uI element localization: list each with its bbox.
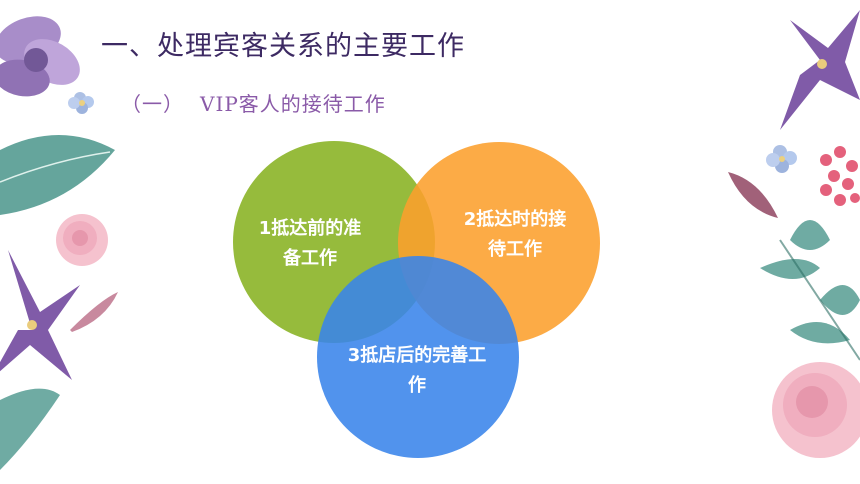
venn-label-1-line1: 1抵达前的准 — [258, 218, 362, 239]
venn-label-3-line2: 作 — [408, 375, 426, 396]
venn-label-3: 3抵店后的完善工 作 — [322, 341, 512, 401]
slide-title: 一、处理宾客关系的主要工作 — [101, 31, 465, 62]
venn-label-2-line2: 待工作 — [488, 239, 542, 260]
venn-label-3-line1: 3抵店后的完善工 — [347, 345, 487, 366]
subtitle-text: VIP客人的接待工作 — [200, 92, 386, 116]
slide-subtitle: （一） VIP客人的接待工作 — [121, 88, 386, 117]
venn-label-2: 2抵达时的接 待工作 — [450, 205, 580, 265]
venn-label-1: 1抵达前的准 备工作 — [250, 214, 370, 274]
venn-label-2-line1: 2抵达时的接 — [463, 209, 567, 230]
subtitle-number: （一） — [121, 92, 184, 116]
venn-circle-3 — [317, 256, 519, 458]
venn-label-1-line2: 备工作 — [283, 248, 337, 269]
